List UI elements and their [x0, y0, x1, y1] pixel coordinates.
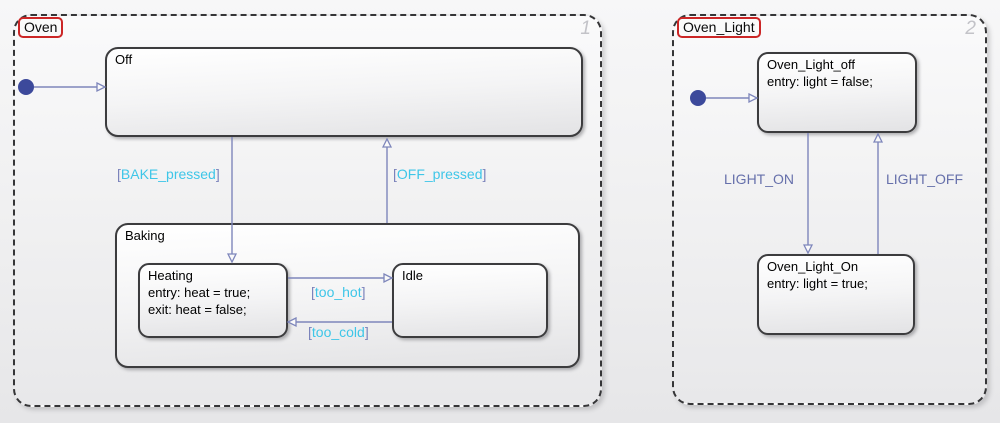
bracket-close: ] [364, 324, 369, 340]
off-state[interactable]: Off [105, 47, 583, 137]
baking-state-title: Baking [125, 228, 165, 243]
too-cold-condition-label[interactable]: [too_cold] [308, 324, 369, 340]
heating-state-title: Heating [148, 268, 193, 283]
off-pressed-condition-text: OFF_pressed [396, 166, 483, 182]
bracket-open: [ [393, 166, 397, 182]
oven-light-execution-order-badge: 2 [965, 18, 976, 39]
bake-pressed-condition-text: BAKE_pressed [120, 166, 216, 182]
heating-state[interactable]: Heating entry: heat = true; exit: heat =… [138, 263, 288, 338]
light-off-event-label[interactable]: LIGHT_OFF [886, 171, 964, 187]
oven-light-off-entry-action: entry: light = false; [767, 74, 873, 89]
oven-state-name-highlight[interactable]: Oven [18, 17, 64, 38]
bracket-close: ] [361, 284, 366, 300]
oven-light-on-state-title: Oven_Light_On [767, 259, 859, 274]
oven-light-off-state[interactable]: Oven_Light_off entry: light = false; [757, 52, 917, 133]
oven-light-on-entry-action: entry: light = true; [767, 276, 868, 291]
light-on-event-label[interactable]: LIGHT_ON [724, 171, 795, 187]
oven-light-off-state-title: Oven_Light_off [767, 57, 855, 72]
oven-light-state-name: Oven_Light [683, 19, 755, 35]
too-cold-condition-text: too_cold [311, 324, 365, 340]
bracket-close: ] [215, 166, 220, 182]
oven-light-state-name-highlight[interactable]: Oven_Light [677, 17, 761, 38]
heating-exit-action: exit: heat = false; [148, 302, 247, 317]
oven-light-parallel-state[interactable]: Oven_Light 2 [672, 14, 987, 405]
oven-state-name: Oven [24, 19, 58, 35]
oven-execution-order-badge: 1 [580, 18, 591, 39]
heating-entry-action: entry: heat = true; [148, 285, 251, 300]
off-pressed-condition-label[interactable]: [OFF_pressed] [393, 166, 486, 182]
bracket-open: [ [308, 324, 312, 340]
off-state-title: Off [115, 52, 133, 67]
idle-state[interactable]: Idle [392, 263, 548, 338]
idle-state-title: Idle [402, 268, 423, 283]
bracket-open: [ [311, 284, 315, 300]
bracket-open: [ [117, 166, 121, 182]
bracket-close: ] [482, 166, 487, 182]
bake-pressed-condition-label[interactable]: [BAKE_pressed] [117, 166, 220, 182]
oven-light-on-state[interactable]: Oven_Light_On entry: light = true; [757, 254, 915, 335]
too-hot-condition-label[interactable]: [too_hot] [311, 284, 366, 300]
too-hot-condition-text: too_hot [314, 284, 362, 300]
